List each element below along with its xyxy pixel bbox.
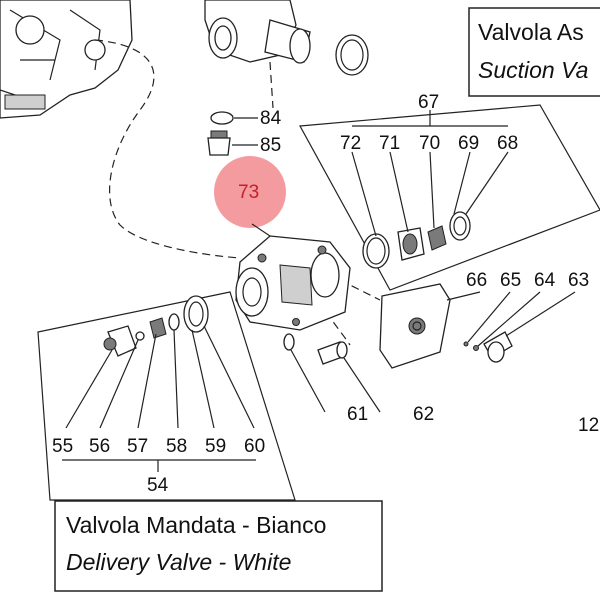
small-parts-63-65 <box>463 291 576 363</box>
callout-54: 54 <box>147 475 169 496</box>
callout-72: 72 <box>340 133 361 154</box>
callout-73: 73 <box>238 182 259 203</box>
callout-56: 56 <box>89 436 110 457</box>
suction-box-title: Valvola As <box>478 19 584 45</box>
suction-valve-label-box: Valvola As Suction Va <box>468 7 600 97</box>
callout-12: 12 <box>578 415 599 436</box>
pin-62 <box>317 341 381 413</box>
callout-65: 65 <box>500 270 521 291</box>
callout-71: 71 <box>379 133 400 154</box>
delivery-box-title: Valvola Mandata - Bianco <box>66 512 326 538</box>
callout-84: 84 <box>260 108 282 129</box>
callout-62: 62 <box>413 404 434 425</box>
delivery-box-subtitle: Delivery Valve - White <box>66 549 291 575</box>
manifold-fitting-drawing <box>204 0 369 76</box>
valve-body-73 <box>235 235 351 331</box>
delivery-group-54 <box>37 291 296 501</box>
delivery-valve-label-box: Valvola Mandata - Bianco Delivery Valve … <box>54 500 383 592</box>
callout-67: 67 <box>418 92 439 113</box>
callout-57: 57 <box>127 436 148 457</box>
callout-60: 60 <box>244 436 265 457</box>
callout-85: 85 <box>260 135 281 156</box>
o-ring-84 <box>210 111 258 125</box>
plate-66 <box>379 283 481 369</box>
plug-85 <box>207 130 258 156</box>
callout-68: 68 <box>497 133 518 154</box>
suction-box-subtitle: Suction Va <box>478 57 588 83</box>
callout-61: 61 <box>347 404 368 425</box>
highlight-marker-73 <box>214 156 286 228</box>
callout-59: 59 <box>205 436 226 457</box>
pump-housing-drawing <box>0 0 133 119</box>
callout-55: 55 <box>52 436 73 457</box>
callout-69: 69 <box>458 133 479 154</box>
callout-66: 66 <box>466 270 487 291</box>
callout-70: 70 <box>419 133 440 154</box>
callout-58: 58 <box>166 436 187 457</box>
suction-group-67 <box>299 104 600 291</box>
callout-63: 63 <box>568 270 589 291</box>
callout-64: 64 <box>534 270 556 291</box>
ring-61 <box>283 333 326 413</box>
